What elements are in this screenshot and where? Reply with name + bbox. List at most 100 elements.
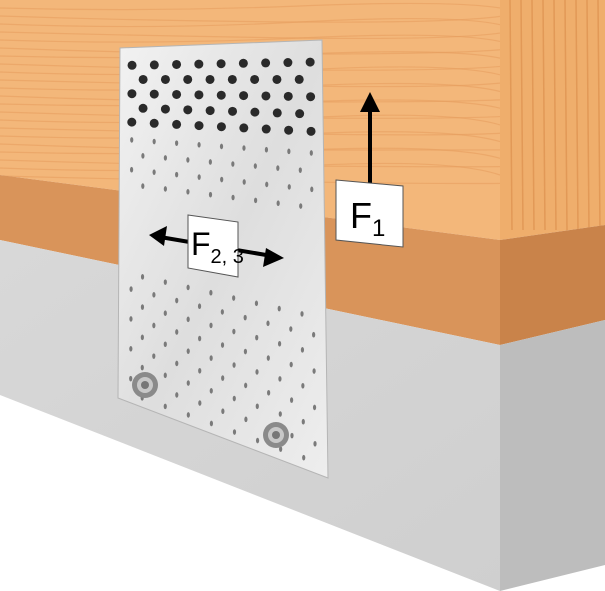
nail-hole [152, 353, 156, 359]
nail-hole [261, 124, 271, 134]
nail-hole [276, 165, 280, 171]
nail-hole [279, 446, 283, 452]
nail-hole [232, 429, 237, 435]
nail-hole [289, 326, 293, 332]
nail-hole [266, 320, 270, 327]
nail-hole [239, 91, 249, 101]
nail-hole [306, 92, 316, 102]
nail-hole [175, 297, 179, 304]
nail-hole [300, 311, 304, 317]
nail-hole [175, 171, 179, 178]
nail-hole [278, 376, 282, 382]
ring-line [509, 0, 513, 231]
f1-label: F1 [350, 195, 385, 242]
ring-line [520, 0, 524, 231]
nail-hole [172, 59, 182, 69]
nail-hole [183, 105, 193, 115]
nail-hole [312, 331, 316, 338]
nail-hole [243, 348, 248, 355]
nail-hole [250, 107, 260, 117]
nail-hole [255, 334, 259, 341]
nail-hole [209, 289, 213, 296]
nail-hole [284, 125, 294, 135]
nail-hole [231, 194, 235, 201]
nail-hole [186, 348, 190, 354]
nail-hole [129, 316, 133, 322]
nail-hole [216, 90, 226, 100]
nail-hole [220, 342, 225, 348]
nail-hole [160, 104, 170, 114]
nail-hole [216, 122, 226, 132]
nail-hole [231, 161, 235, 167]
nail-hole [186, 380, 190, 386]
nail-hole [295, 109, 305, 119]
nail-hole [163, 372, 167, 379]
nail-hole [261, 91, 271, 101]
nail-hole [140, 364, 144, 371]
nail-hole [209, 322, 213, 329]
ring-line [575, 0, 579, 231]
nail-hole [299, 203, 303, 209]
nail-hole [313, 440, 317, 447]
nail-hole [312, 368, 316, 374]
nail-hole [221, 408, 225, 415]
nail-hole [175, 140, 179, 146]
nail-hole [265, 181, 269, 188]
anchor-bolt [263, 422, 289, 448]
grain-line [0, 2, 501, 11]
plate-holes [127, 57, 317, 461]
nail-hole [228, 106, 238, 116]
nail-hole [172, 119, 182, 129]
nail-hole [186, 157, 190, 163]
ring-line [564, 0, 568, 231]
anchor-bolt [132, 372, 158, 398]
nail-hole [305, 57, 315, 67]
nail-hole [141, 153, 145, 159]
nail-hole [163, 403, 167, 410]
nail-hole [194, 121, 204, 131]
sill-side-face [500, 225, 605, 345]
nail-hole [276, 200, 280, 207]
nail-hole [294, 74, 304, 84]
nail-hole [277, 340, 282, 347]
nail-hole [198, 367, 202, 374]
nail-hole [186, 412, 190, 418]
nail-hole [264, 146, 269, 153]
nail-hole [272, 108, 282, 118]
nail-hole [163, 341, 167, 348]
nail-hole [244, 382, 248, 389]
nail-hole [209, 387, 213, 394]
nail-hole [283, 91, 293, 101]
nail-hole [312, 404, 317, 411]
nail-hole [152, 138, 156, 145]
nail-hole [186, 316, 190, 323]
ring-line [597, 0, 601, 231]
nail-hole [232, 328, 236, 335]
nail-hole [220, 309, 224, 315]
nail-hole [242, 145, 246, 151]
nail-hole [149, 60, 159, 70]
nail-hole [127, 89, 137, 99]
nail-hole [152, 169, 156, 175]
f1-label-box [335, 179, 404, 248]
nail-hole [277, 305, 281, 312]
nail-hole [219, 143, 224, 150]
nail-hole [267, 389, 271, 396]
f23-label: F2, 3 [191, 226, 244, 268]
nail-hole [255, 403, 259, 410]
grain-line [0, 17, 501, 28]
nail-hole [254, 300, 259, 307]
nail-hole [301, 418, 305, 425]
nail-hole [152, 292, 156, 298]
nail-hole [175, 329, 179, 335]
nail-hole [130, 137, 134, 143]
nail-hole [253, 163, 257, 169]
nail-hole [163, 279, 167, 285]
nail-hole [163, 186, 167, 192]
nail-hole [127, 117, 137, 127]
nail-hole [138, 103, 148, 113]
nail-hole [140, 334, 144, 341]
nail-hole [197, 303, 202, 310]
nail-hole [209, 420, 214, 427]
